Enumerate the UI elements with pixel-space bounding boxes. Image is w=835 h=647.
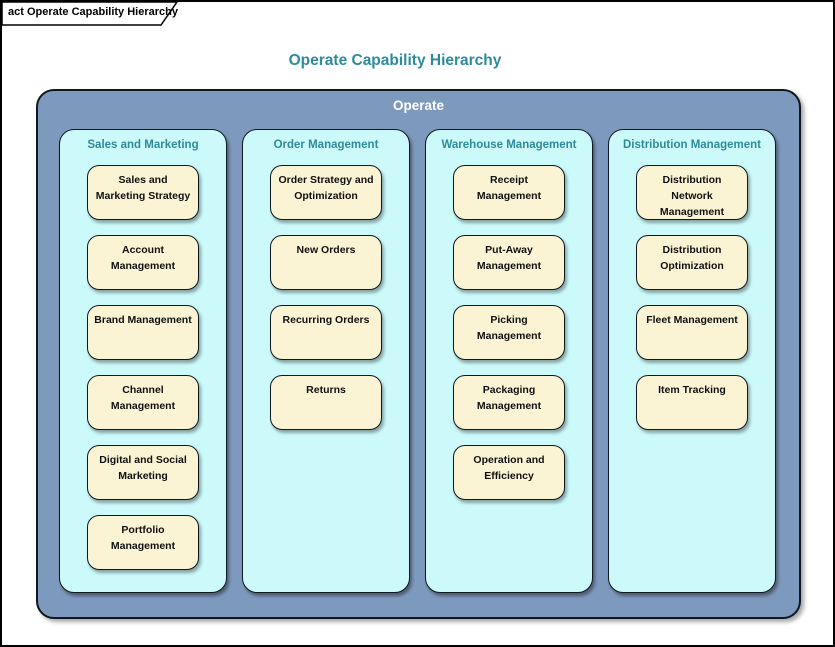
capability-box-operation-and-efficiency[interactable]: Operation and Efficiency (453, 445, 565, 500)
capability-box-put-away-management[interactable]: Put-Away Management (453, 235, 565, 290)
capability-box-fleet-management[interactable]: Fleet Management (636, 305, 748, 360)
capability-box-picking-management[interactable]: Picking Management (453, 305, 565, 360)
capability-column-distribution-management[interactable]: Distribution Management Distribution Net… (608, 129, 776, 593)
capability-box-channel-management[interactable]: Channel Management (87, 375, 199, 430)
capability-column-sales-and-marketing[interactable]: Sales and Marketing Sales and Marketing … (59, 129, 227, 593)
column-title: Warehouse Management (441, 139, 577, 151)
capability-columns: Sales and Marketing Sales and Marketing … (38, 117, 799, 593)
capability-box-distribution-network-management[interactable]: Distribution Network Management (636, 165, 748, 220)
capability-box-packaging-management[interactable]: Packaging Management (453, 375, 565, 430)
capability-box-order-strategy-and-optimization[interactable]: Order Strategy and Optimization (270, 165, 382, 220)
capability-box-distribution-optimization[interactable]: Distribution Optimization (636, 235, 748, 290)
diagram-title: Operate Capability Hierarchy (288, 52, 502, 69)
column-title: Sales and Marketing (87, 139, 199, 151)
column-title: Order Management (273, 139, 379, 151)
capability-column-warehouse-management[interactable]: Warehouse Management Receipt Management … (425, 129, 593, 593)
capability-box-sales-and-marketing-strategy[interactable]: Sales and Marketing Strategy (87, 165, 199, 220)
capability-box-returns[interactable]: Returns (270, 375, 382, 430)
capability-box-digital-and-social-marketing[interactable]: Digital and Social Marketing (87, 445, 199, 500)
capability-box-receipt-management[interactable]: Receipt Management (453, 165, 565, 220)
capability-box-portfolio-management[interactable]: Portfolio Management (87, 515, 199, 570)
frame-tab-shape (2, 2, 178, 26)
capability-box-brand-management[interactable]: Brand Management (87, 305, 199, 360)
capability-column-order-management[interactable]: Order Management Order Strategy and Opti… (242, 129, 410, 593)
capability-container-label: Operate (392, 98, 445, 113)
capability-container-operate[interactable]: Operate Sales and Marketing Sales and Ma… (36, 89, 801, 619)
capability-box-new-orders[interactable]: New Orders (270, 235, 382, 290)
frame-tab-label: act Operate Capability Hierarchy (8, 6, 178, 18)
capability-box-item-tracking[interactable]: Item Tracking (636, 375, 748, 430)
column-title: Distribution Management (622, 139, 761, 151)
capability-box-account-management[interactable]: Account Management (87, 235, 199, 290)
capability-box-recurring-orders[interactable]: Recurring Orders (270, 305, 382, 360)
